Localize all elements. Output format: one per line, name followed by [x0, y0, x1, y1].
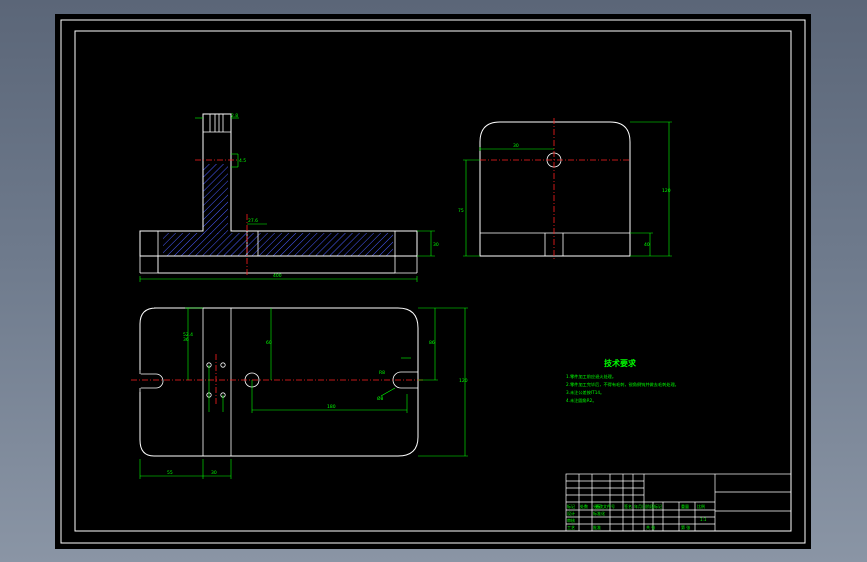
top-view: 36 60 180 86 120 55 30 R8 52.4 Ø8: [131, 307, 468, 479]
top-dim-offset2: 60: [266, 340, 272, 346]
tech-req-title: 技术要求: [604, 358, 637, 368]
tb-r2-5: 重量: [681, 503, 689, 509]
front-view-outline: [139, 113, 418, 257]
top-dim-hole-pitch: 180: [327, 404, 336, 410]
tb-r1-1: 处数: [580, 503, 588, 509]
technical-requirements: 技术要求 1.零件加工前应退火处理。 2.零件加工完毕后，不得有毛刺，锐角倒钝并…: [566, 358, 679, 404]
front-view-hatch-base: [163, 233, 393, 256]
top-view-outline: [139, 307, 419, 457]
top-hole-small-2: [220, 362, 226, 368]
top-dim-right-upper: 86: [429, 340, 435, 346]
tb-r2-6: 比例: [697, 503, 705, 509]
outer-border: [60, 19, 806, 544]
front-dim-slot: 27.6: [248, 218, 258, 224]
tb-r1-0: 标记: [567, 503, 575, 509]
tb-r2-0: 设计: [567, 510, 575, 516]
tech-req-line-1: 1.零件加工前应退火处理。: [566, 373, 616, 380]
front-dim-rib: 4.5: [239, 158, 246, 164]
tb-r1-5: 年月日: [634, 503, 646, 509]
tb-r2-4: 阶段标记: [646, 503, 662, 509]
side-dim-overall-height: 120: [662, 188, 671, 194]
top-dim-left-offset: 36: [183, 337, 189, 343]
front-dim-base-height: 30: [433, 242, 439, 248]
tb-r1-3: 更改文件号: [595, 503, 615, 509]
top-dim-hole-dia: R8: [379, 370, 385, 376]
top-dim-bottom-small: 30: [211, 470, 217, 476]
side-view-outline: [479, 121, 631, 257]
tb-r2-2: 标准化: [593, 510, 605, 516]
title-block: 标记 处数 分区 更改文件号 签名 年月日 设计 标准化 阶段标记 重量 比例 …: [565, 473, 792, 532]
front-dim-total-width: 400: [273, 273, 282, 279]
side-dim-left-height: 75: [458, 208, 464, 214]
tb-r4-2: 批准: [593, 524, 601, 530]
tech-req-line-3: 3.未注公差按IT14。: [566, 389, 604, 396]
tb-r4-0: 工艺: [567, 525, 575, 530]
tb-r4-4: 共 张: [646, 524, 655, 530]
cad-viewport[interactable]: 400 30 4.5 27.6 2.8 30 120 75 40: [55, 14, 811, 549]
top-dim-vertical: 52.4: [183, 332, 193, 338]
right-slot: [392, 371, 418, 389]
top-dim-overall: 120: [459, 378, 468, 384]
top-dim-slot-dia: Ø8: [377, 395, 384, 402]
side-dim-width: 30: [513, 143, 519, 149]
tb-r1-4: 签名: [624, 503, 632, 509]
front-dim-top-width: 2.8: [231, 113, 238, 119]
tb-r1-2: 分区: [593, 503, 601, 509]
front-view: 400 30 4.5 27.6 2.8: [139, 113, 439, 282]
side-view: 30 120 75 40: [458, 118, 672, 260]
inner-border: [74, 30, 792, 532]
tech-req-line-2: 2.零件加工完毕后，不得有毛刺，锐角倒钝并做去毛刺处理。: [566, 381, 679, 388]
tb-r3-6: 1:1: [700, 517, 707, 522]
tb-r4-5: 第 张: [681, 524, 690, 530]
left-slot: [140, 373, 164, 389]
tb-r3-0: 审核: [567, 517, 575, 523]
tech-req-line-4: 4.未注圆角R2。: [566, 397, 597, 404]
side-dim-bottom: 40: [644, 242, 650, 248]
top-dim-bottom-left: 55: [167, 470, 173, 476]
front-view-hatch-rib: [203, 164, 228, 234]
drawing-canvas: 400 30 4.5 27.6 2.8 30 120 75 40: [60, 19, 806, 544]
